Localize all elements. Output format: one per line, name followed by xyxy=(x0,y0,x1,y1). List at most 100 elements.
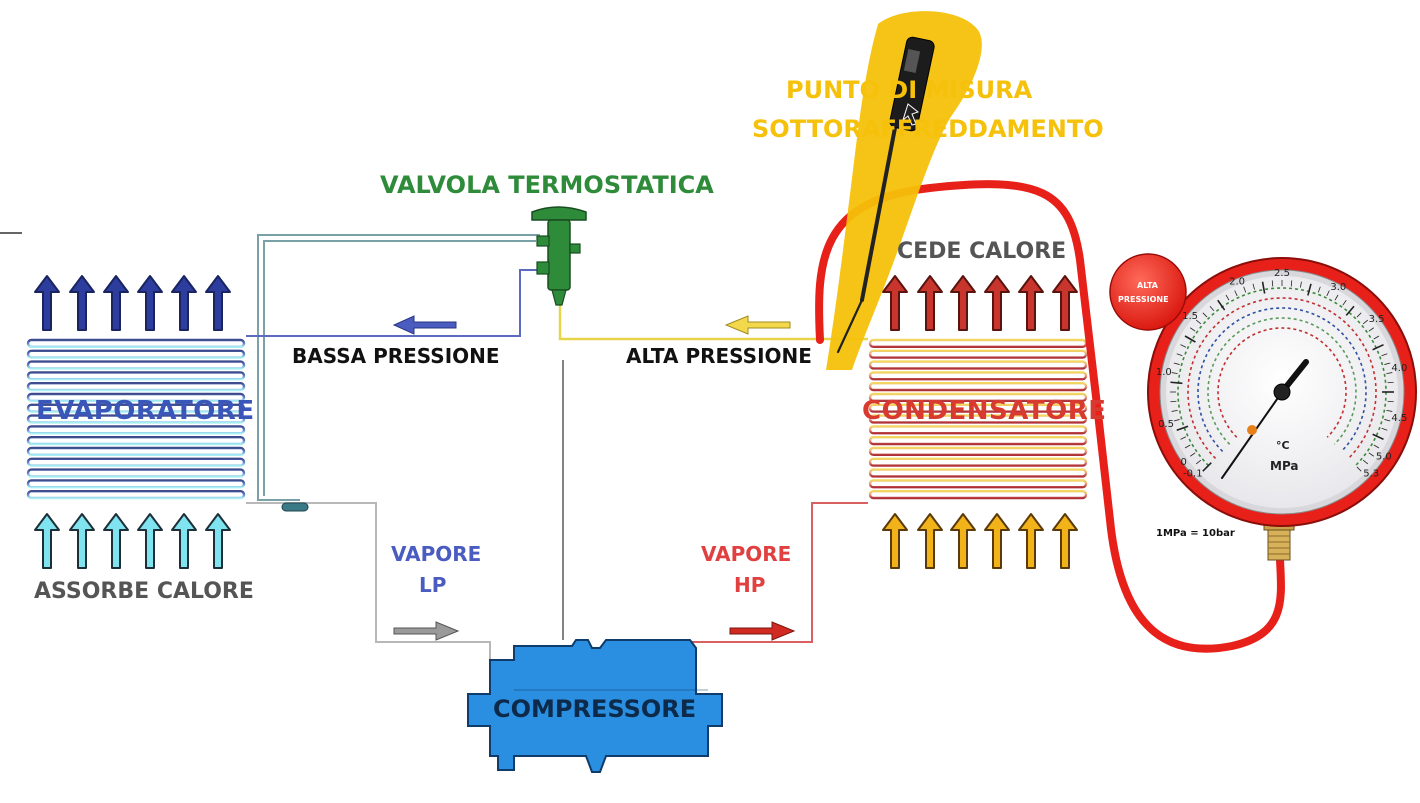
gauge-tick-label: 1.5 xyxy=(1182,311,1198,322)
condenser-tube xyxy=(868,382,1088,392)
condenser-tube xyxy=(868,457,1088,467)
gauge-tick xyxy=(1386,410,1393,412)
gauge-tick xyxy=(1190,327,1196,332)
gauge-tick xyxy=(1173,362,1180,365)
gauge-tick-label: 0 xyxy=(1181,457,1187,468)
gauge-tick-label: 5.0 xyxy=(1376,452,1392,463)
gauge-tick-label: 4.5 xyxy=(1391,413,1407,424)
warm-air-arrow xyxy=(34,513,60,569)
flow-arrow-vapour-lp xyxy=(393,621,460,641)
hot-air-arrow xyxy=(1052,275,1078,331)
ambient-air-arrow xyxy=(882,513,908,569)
gauge-tick xyxy=(1180,436,1187,440)
evaporator-tube xyxy=(26,392,246,403)
gauge-tick-label: -0.1 xyxy=(1183,468,1203,479)
flow-arrow-vapour-hp xyxy=(729,621,796,641)
ambient-air-arrow xyxy=(1052,513,1078,569)
gauge-tick xyxy=(1173,419,1180,422)
evaporator-tube xyxy=(26,382,246,392)
evaporator-tube xyxy=(26,371,246,381)
condenser-tube xyxy=(868,360,1088,370)
warm-air-arrow xyxy=(137,513,163,569)
gauge-tick xyxy=(1372,343,1384,351)
gauge-temp-unit-label: °C xyxy=(1276,439,1290,452)
gauge-tick-label: 5.3 xyxy=(1363,468,1379,479)
gauge-tick xyxy=(1171,410,1178,412)
gauge-tick xyxy=(1176,353,1183,357)
gauge-tick-label: 2.0 xyxy=(1229,277,1245,288)
gauge-tick xyxy=(1373,335,1380,340)
gauge-tick xyxy=(1384,362,1391,365)
hot-air-arrow xyxy=(984,275,1010,331)
gauge-tick xyxy=(1195,319,1202,325)
gauge-tick xyxy=(1184,444,1191,449)
warm-air-arrow xyxy=(69,513,95,569)
measure-point-label-line1: PUNTO DI MISURA xyxy=(786,76,1033,104)
compressor xyxy=(467,639,723,773)
cold-air-arrow xyxy=(34,275,60,331)
badge-text-line2: PRESSIONE xyxy=(1118,295,1169,304)
gauge-tick xyxy=(1209,305,1215,312)
hot-air-arrow xyxy=(917,275,943,331)
gauge-scale-arc xyxy=(1197,307,1367,452)
gauge-tick-label: 2.5 xyxy=(1274,268,1290,279)
gauge-tick xyxy=(1368,327,1374,332)
thermometer xyxy=(826,11,982,370)
evaporator-arrows-top xyxy=(34,275,231,331)
badge-text-line1: ALTA xyxy=(1137,281,1158,290)
evaporator-tube xyxy=(26,436,246,446)
gives-heat-label: CEDE CALORE xyxy=(897,239,1067,264)
gauge-tick xyxy=(1180,344,1187,348)
ambient-air-arrow xyxy=(984,513,1010,569)
cold-air-arrow xyxy=(137,275,163,331)
gauge-tick xyxy=(1317,286,1321,293)
gauge-tick xyxy=(1386,372,1393,374)
condenser-tube xyxy=(868,392,1088,403)
gauge-tick xyxy=(1368,452,1374,457)
condenser-tube xyxy=(868,349,1088,359)
gauge-tick xyxy=(1342,300,1347,306)
warm-air-arrow xyxy=(103,513,129,569)
gauge-tick xyxy=(1307,283,1312,296)
gauge-tick-label: 4.0 xyxy=(1391,363,1407,374)
condenser-tube xyxy=(868,403,1088,413)
high-pressure-label: ALTA PRESSIONE xyxy=(626,344,812,368)
condenser-arrows-bottom xyxy=(882,513,1078,569)
evaporator-arrows-bottom xyxy=(34,513,231,569)
gauge-tick xyxy=(1243,286,1247,293)
hot-air-arrow xyxy=(950,275,976,331)
evaporator-tube xyxy=(26,490,246,500)
valve-label: VALVOLA TERMOSTATICA xyxy=(380,171,714,199)
evaporator-tube xyxy=(26,425,246,435)
condenser-tube xyxy=(868,338,1088,349)
measure-point-label-line2: SOTTORAFFREDDAMENTO xyxy=(752,115,1104,143)
absorbs-heat-label: ASSORBE CALORE xyxy=(34,579,254,604)
gauge-tick xyxy=(1176,425,1189,432)
gauge-scale-arc xyxy=(1217,327,1347,438)
pressure-gauge: -0.100.51.01.52.02.53.03.54.04.55.05.3 xyxy=(1147,257,1417,561)
vapour-lp-label-line2: LP xyxy=(419,573,447,597)
low-pressure-label: BASSA PRESSIONE xyxy=(292,344,500,368)
hot-air-arrow xyxy=(1018,275,1044,331)
gauge-tick xyxy=(1373,444,1380,449)
gauge-tick xyxy=(1356,312,1362,318)
cold-air-arrow xyxy=(171,275,197,331)
gauge-tick xyxy=(1362,459,1369,465)
condenser-coil xyxy=(868,338,1088,500)
evaporator-label: EVAPORATORE xyxy=(36,396,255,426)
gauge-tick xyxy=(1184,335,1196,343)
high-pressure-badge xyxy=(1109,253,1187,331)
gauge-tick xyxy=(1384,419,1391,422)
gauge-tick xyxy=(1372,433,1384,441)
gauge-tick xyxy=(1271,280,1274,287)
evaporator-tube xyxy=(26,403,246,413)
gauge-tick xyxy=(1381,427,1388,431)
gauge-tick xyxy=(1195,459,1202,465)
evaporator-tube xyxy=(26,457,246,467)
ambient-air-arrow xyxy=(950,513,976,569)
gauge-tick xyxy=(1381,353,1388,357)
cold-air-arrow xyxy=(103,275,129,331)
piping xyxy=(246,234,868,690)
evaporator-tube xyxy=(26,479,246,489)
